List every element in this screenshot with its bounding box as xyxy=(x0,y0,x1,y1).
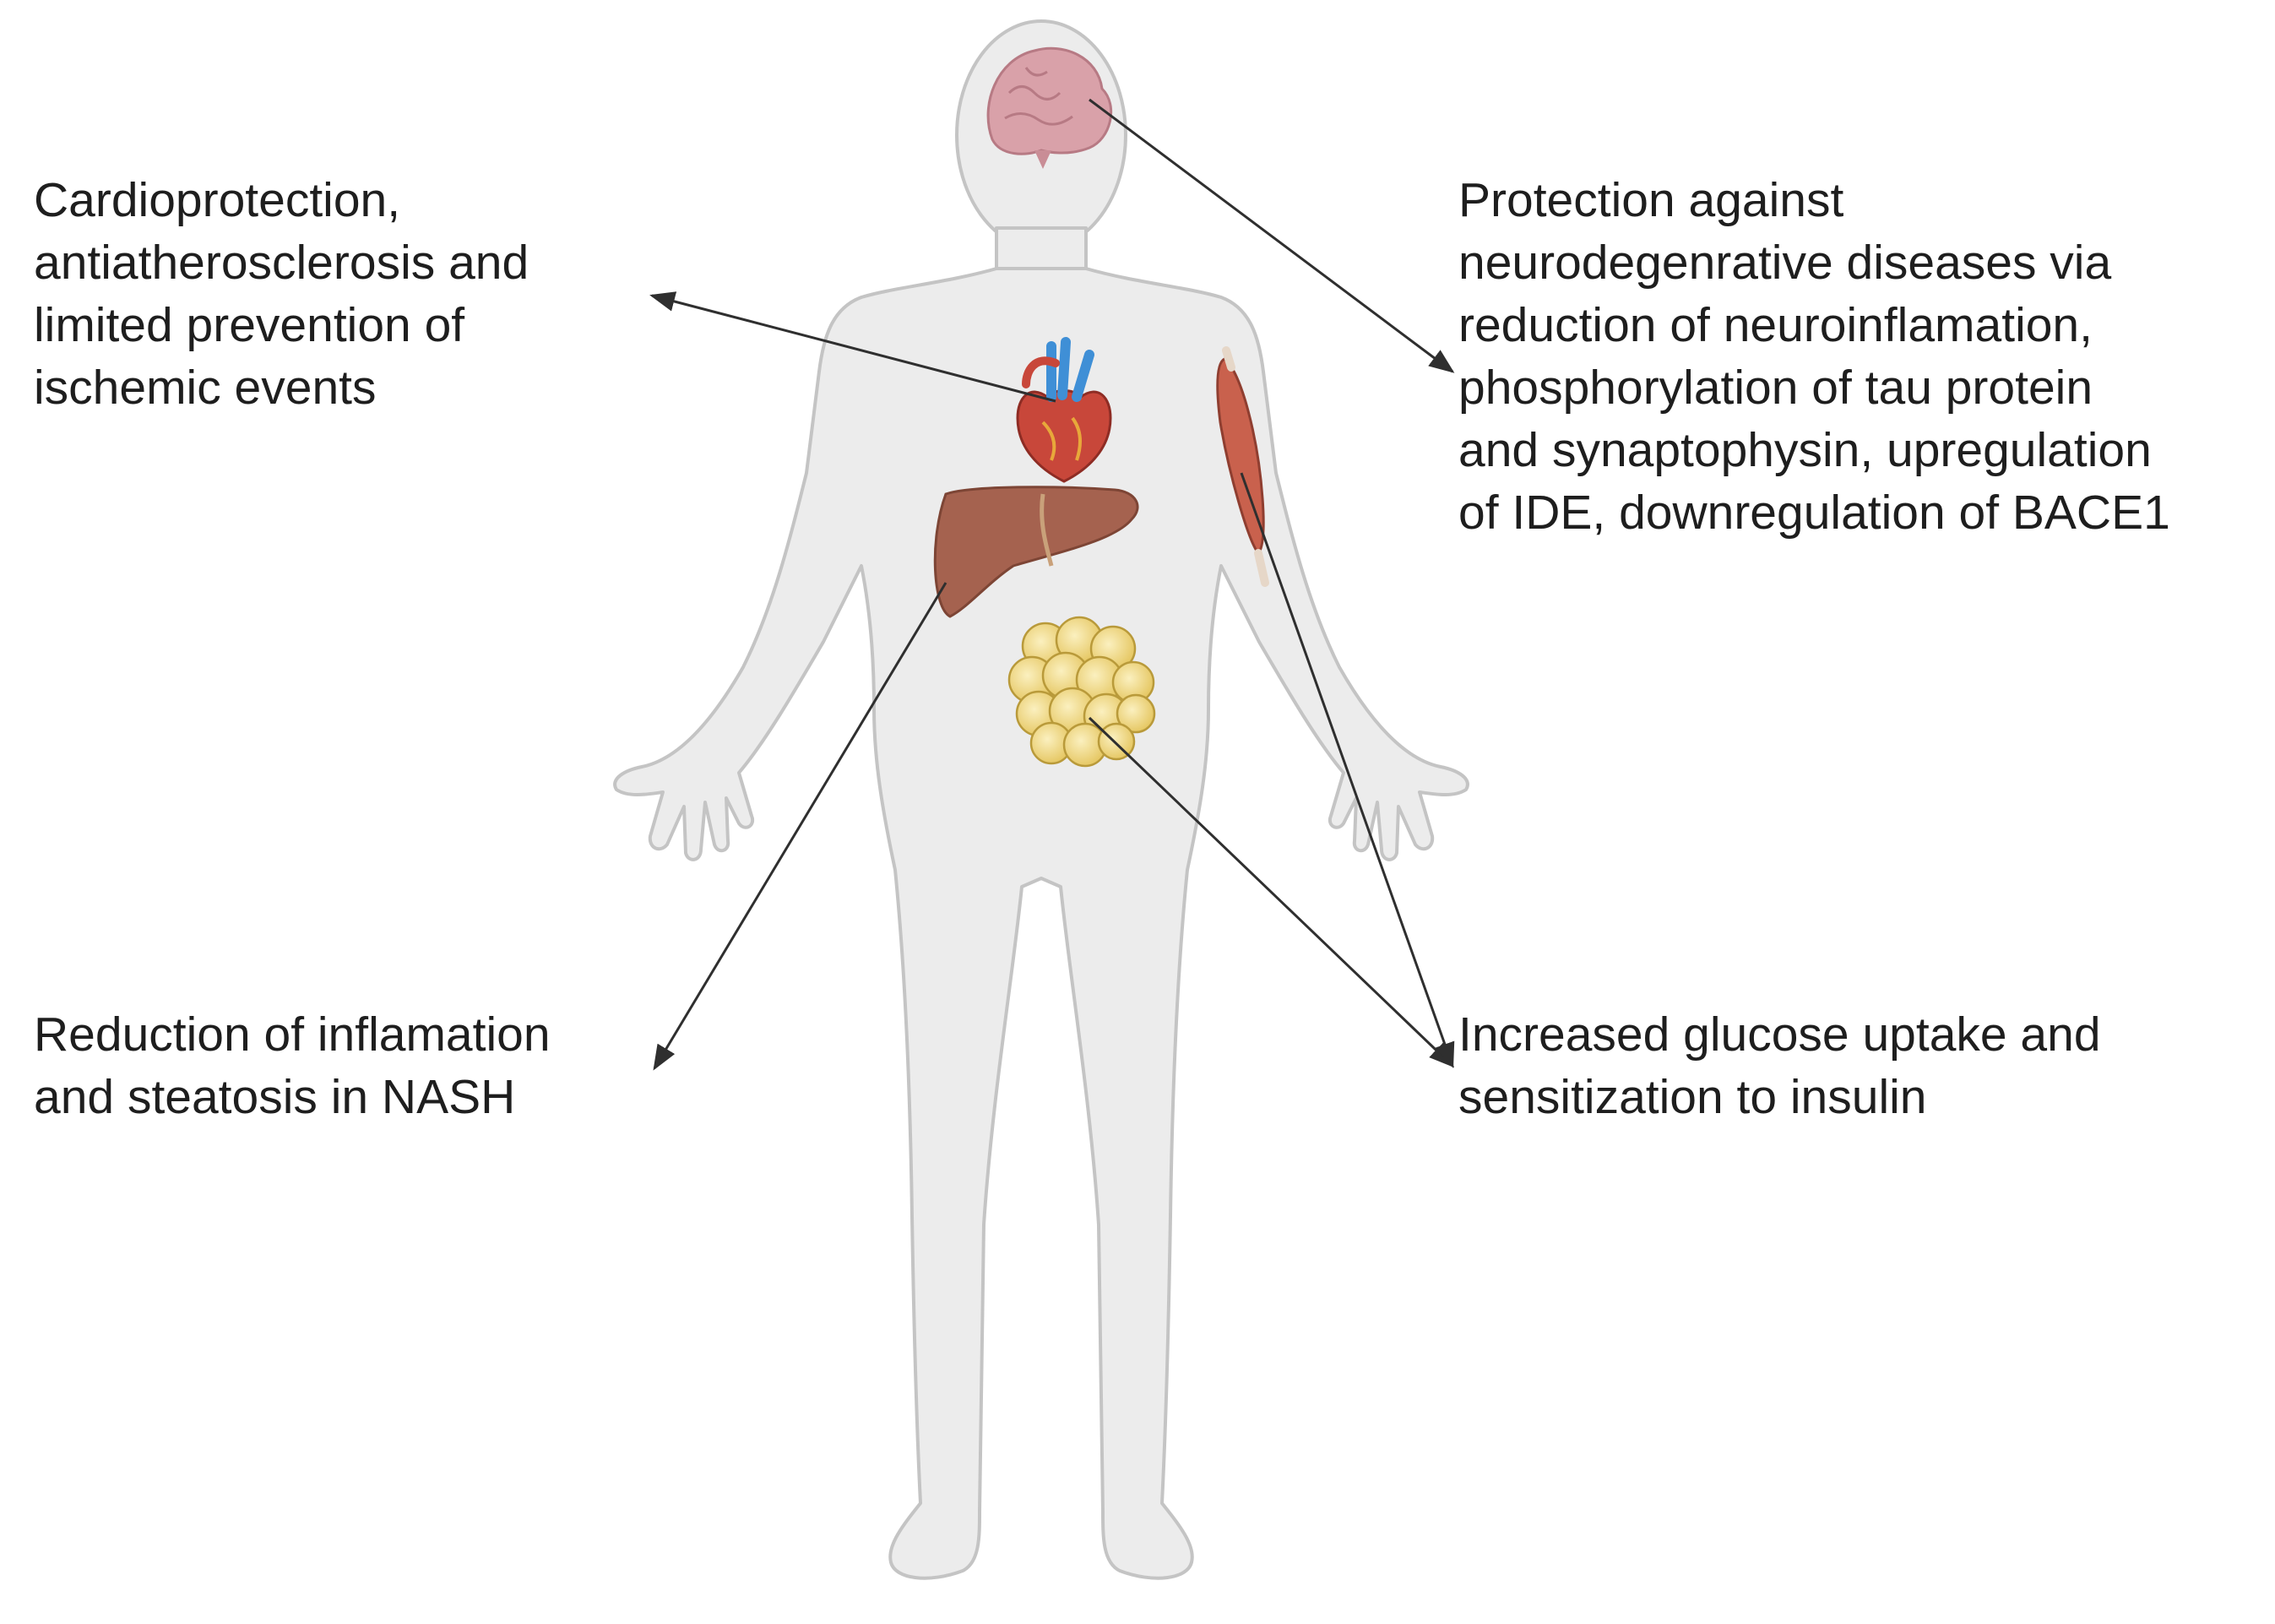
glucose-effect-label: Increased glucose uptake and sensitizati… xyxy=(1458,1003,2101,1128)
arrow-brain-to-neuro xyxy=(1089,98,1455,373)
arrow-heart-to-cardio xyxy=(649,291,1056,403)
human-body-icon xyxy=(613,19,1469,1580)
cardio-effect-line: antiatherosclerosis and xyxy=(34,236,529,290)
neuro-effect-line: of IDE, downregulation of BACE1 xyxy=(1458,486,2170,540)
cardio-effect-line: ischemic events xyxy=(34,361,377,415)
neuro-effect-label: Protection against neurodegenrative dise… xyxy=(1458,169,2170,544)
cardio-effect-label: Cardioprotection, antiatherosclerosis an… xyxy=(34,169,529,419)
glucose-effect-line: sensitization to insulin xyxy=(1458,1070,1927,1124)
neuro-effect-line: and synaptophysin, upregulation xyxy=(1458,423,2152,477)
nash-effect-line: and steatosis in NASH xyxy=(34,1070,516,1124)
cardio-effect-line: limited prevention of xyxy=(34,298,465,352)
neuro-effect-line: Protection against xyxy=(1458,173,1844,227)
brain-icon xyxy=(986,46,1113,169)
glucose-effect-line: Increased glucose uptake and xyxy=(1458,1008,2101,1062)
adipose-tissue-icon xyxy=(1007,616,1156,768)
nash-effect-line: Reduction of inflamation xyxy=(34,1008,551,1062)
arrow-liver-to-nash xyxy=(653,582,947,1071)
nash-effect-label: Reduction of inflamation and steatosis i… xyxy=(34,1003,551,1128)
arrow-adipose-to-glucose xyxy=(1088,716,1455,1068)
neuro-effect-line: reduction of neuroinflamation, xyxy=(1458,298,2093,352)
neuro-effect-line: neurodegenrative diseases via xyxy=(1458,236,2112,290)
heart-icon xyxy=(1016,337,1112,483)
arrow-muscle-to-glucose xyxy=(1240,472,1455,1068)
neuro-effect-line: phosphorylation of tau protein xyxy=(1458,361,2093,415)
connector-arrows xyxy=(649,98,1455,1071)
liver-icon xyxy=(933,486,1139,618)
cardio-effect-line: Cardioprotection, xyxy=(34,173,401,227)
